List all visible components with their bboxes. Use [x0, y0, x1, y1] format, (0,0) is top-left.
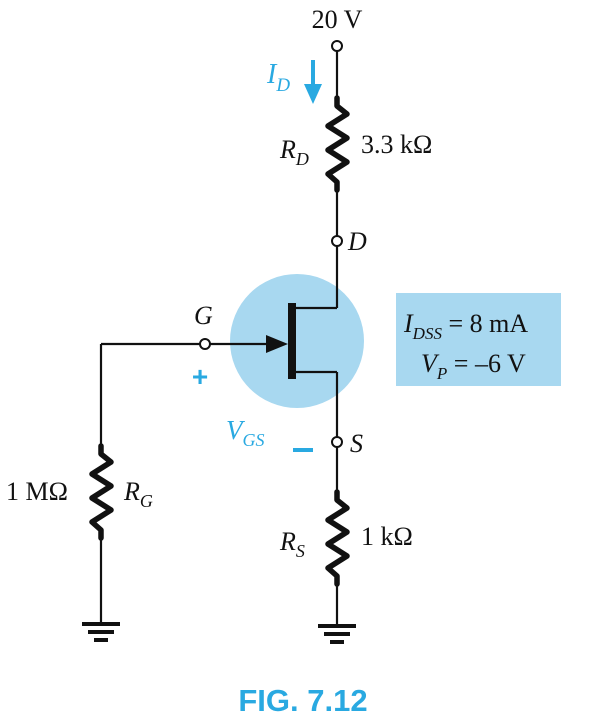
parameter-box: [396, 293, 561, 386]
vgs-plus-sign: +: [192, 361, 208, 392]
drain-current-arrow-icon: [304, 60, 322, 104]
resistor-rs-label: RS: [279, 527, 305, 561]
resistor-rd: [325, 95, 350, 193]
source-terminal: [331, 436, 343, 448]
supply-terminal: [331, 40, 343, 52]
idss-parameter: IDSS = 8 mA: [403, 309, 528, 343]
resistor-rg: [89, 443, 114, 541]
resistor-rg-value: 1 MΩ: [6, 477, 68, 506]
vp-parameter: VP = –6 V: [421, 349, 526, 383]
supply-voltage-label: 20 V: [312, 5, 363, 34]
resistor-rd-value: 3.3 kΩ: [361, 130, 432, 159]
ground-gate-icon: [82, 622, 120, 642]
vgs-minus-sign: [293, 448, 313, 452]
drain-terminal: [331, 235, 343, 247]
jfet-highlight-circle: [230, 274, 364, 408]
drain-terminal-label: D: [347, 227, 367, 256]
resistor-rg-label: RG: [123, 477, 153, 511]
jfet-gate-arrow-icon: [210, 335, 288, 353]
figure-caption: FIG. 7.12: [238, 683, 367, 718]
resistor-rs: [325, 489, 350, 587]
resistor-rs-value: 1 kΩ: [361, 522, 413, 551]
source-terminal-label: S: [350, 429, 363, 458]
gate-terminal: [199, 338, 211, 350]
gate-terminal-label: G: [194, 301, 213, 330]
vgs-label: VGS: [226, 415, 265, 450]
ground-source-icon: [318, 624, 356, 644]
jfet-channel-bar: [288, 303, 296, 379]
resistor-rd-label: RD: [279, 135, 309, 169]
drain-current-label: ID: [266, 59, 290, 96]
